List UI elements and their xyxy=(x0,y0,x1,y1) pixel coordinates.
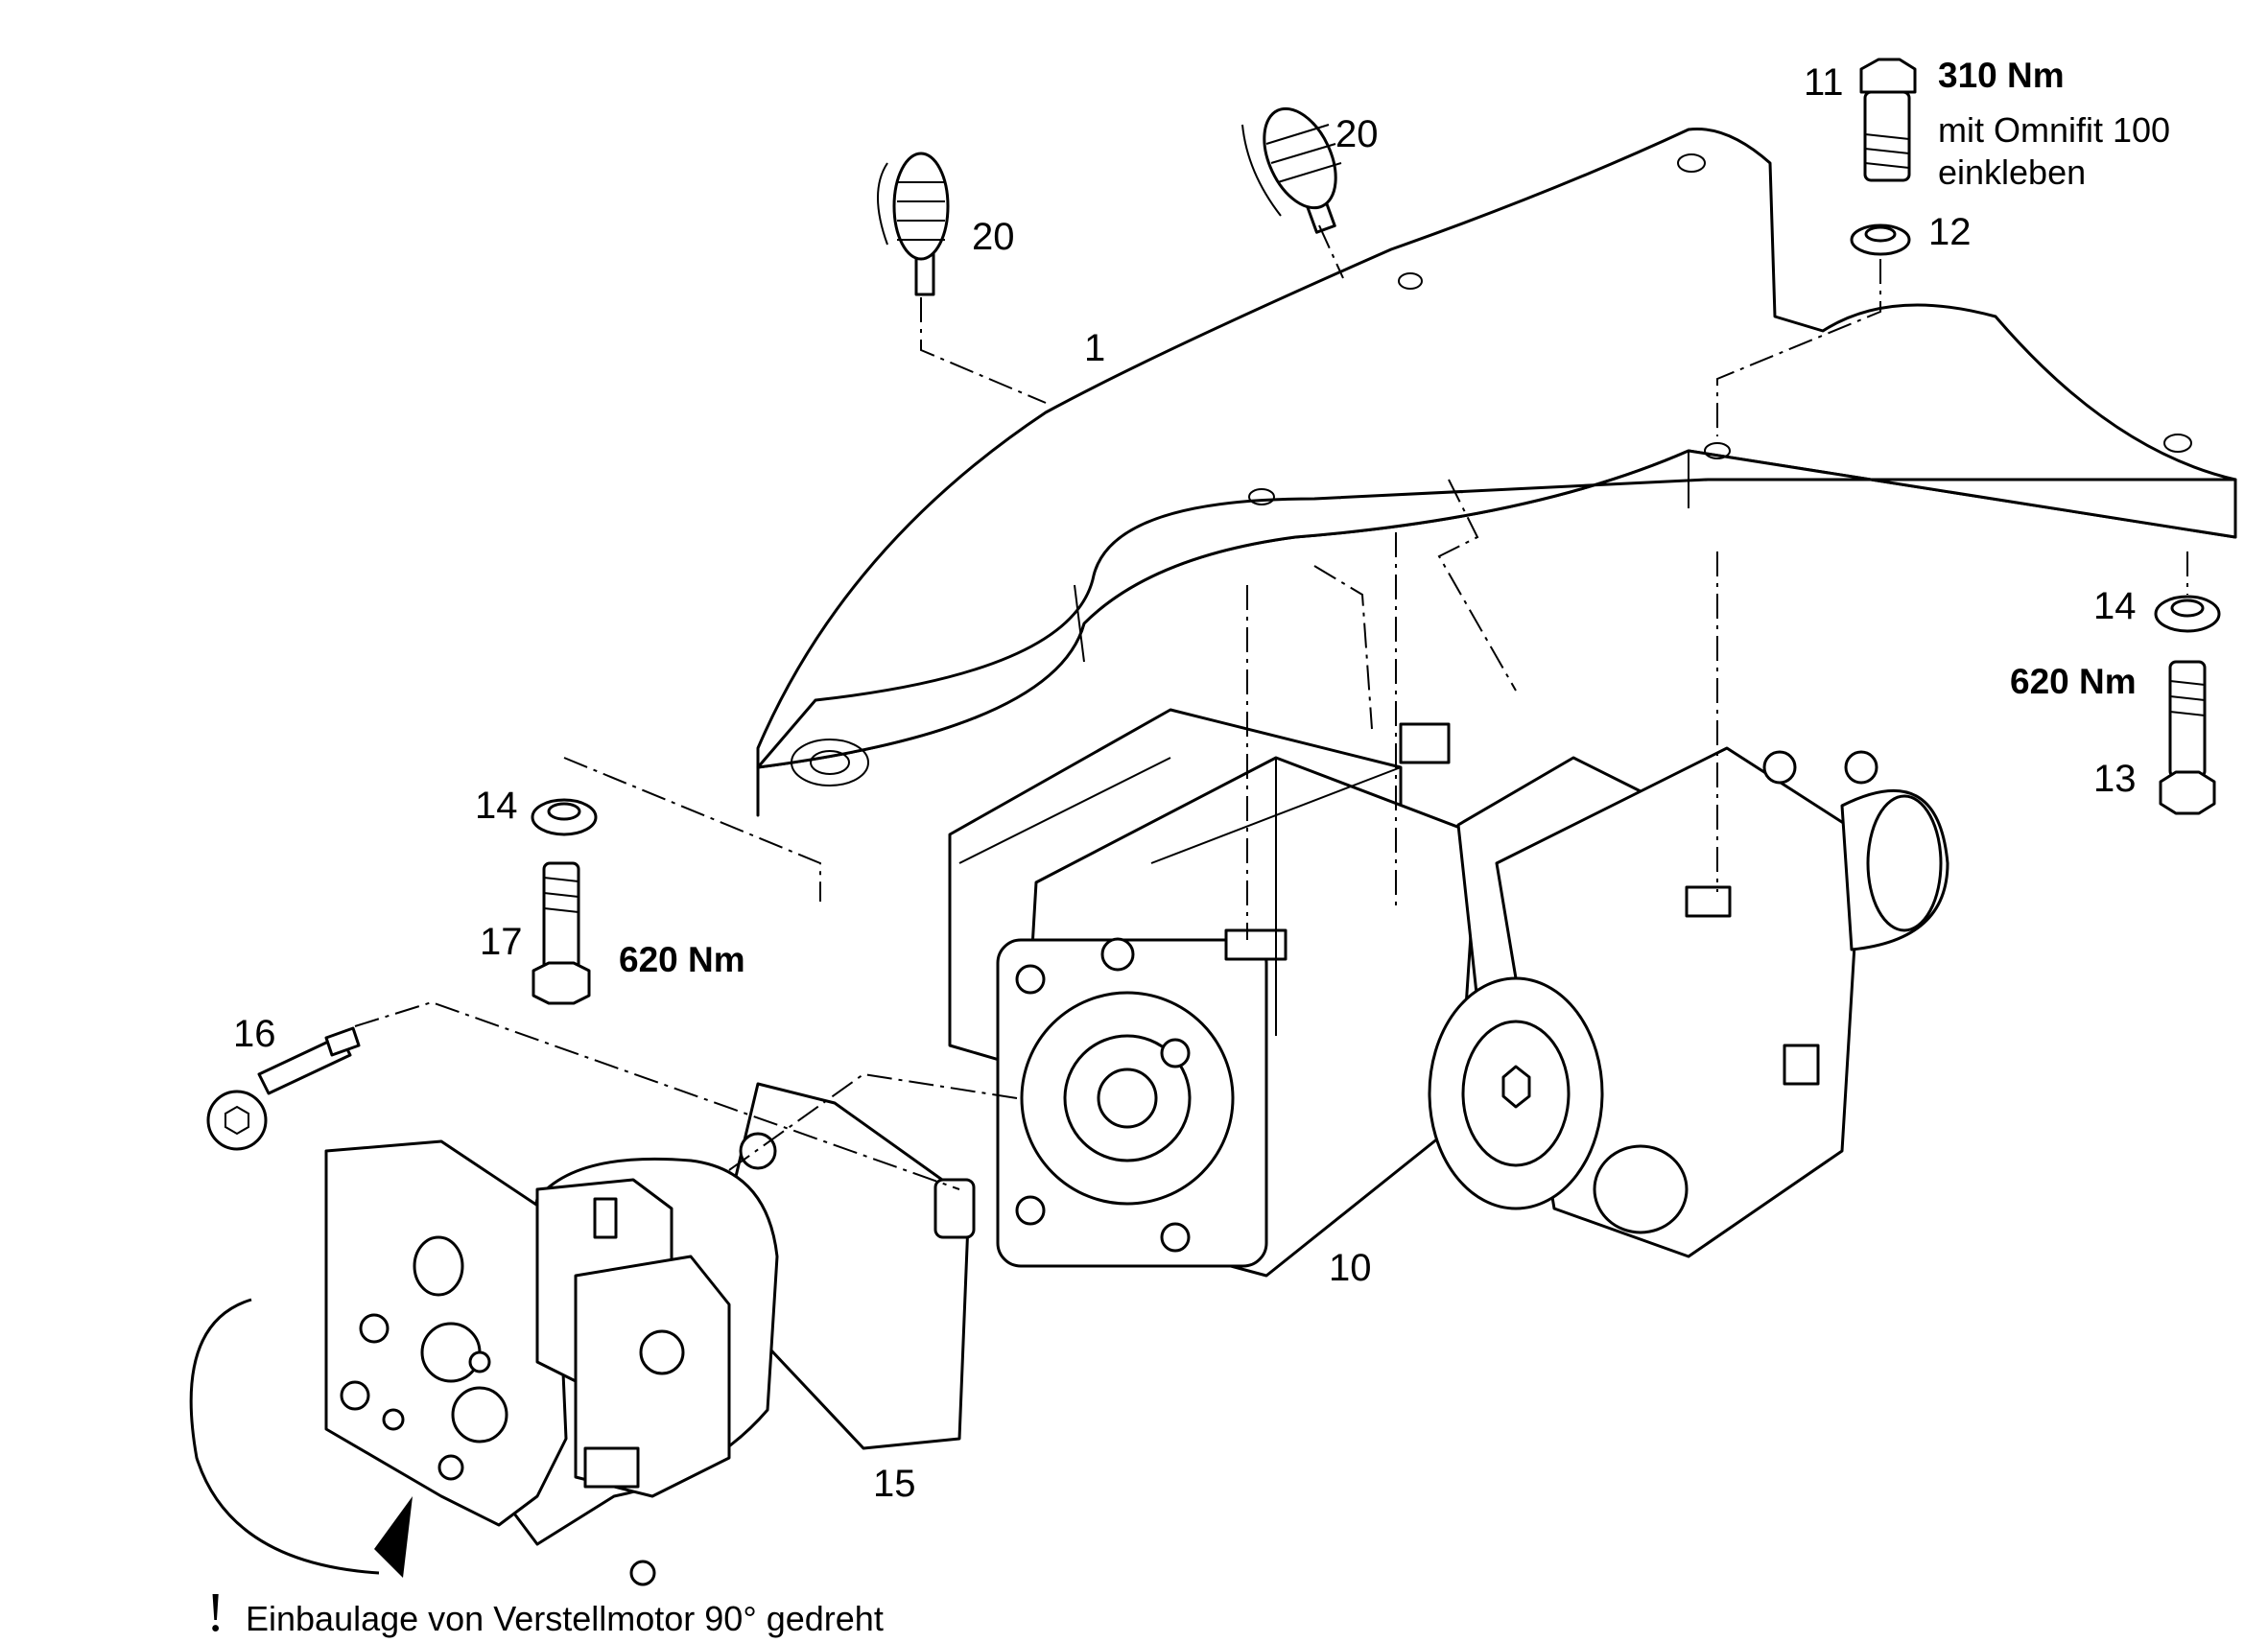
screw-part-11 xyxy=(1859,58,1917,182)
torque-label-13: 620 Nm xyxy=(2010,662,2137,701)
washer-part-12 xyxy=(1850,223,1911,256)
warning-mark: ! xyxy=(206,1581,225,1643)
grease-fitting-part-20-right xyxy=(1241,106,1342,234)
callout-10: 10 xyxy=(1329,1247,1372,1289)
mounting-bracket-part-1 xyxy=(756,127,2237,817)
bolt-part-13 xyxy=(2159,660,2216,815)
omnifit-note-line-1: mit Omnifit 100 xyxy=(1938,110,2171,150)
adjustment-motor-part-15 xyxy=(324,1082,976,1586)
callout-12: 12 xyxy=(1928,211,1972,253)
callout-15: 15 xyxy=(873,1463,916,1505)
callout-16: 16 xyxy=(233,1013,276,1055)
assembly-center-lines xyxy=(354,224,2188,1190)
install-orientation-note: Einbaulage von Verstellmotor 90° gedreht xyxy=(246,1599,884,1638)
callout-11: 11 xyxy=(1804,61,1844,104)
torque-label-11: 310 Nm xyxy=(1938,56,2065,95)
callout-14-right: 14 xyxy=(2093,585,2137,627)
gearbox-part-10 xyxy=(948,708,1949,1278)
omnifit-note-line-2: einkleben xyxy=(1938,153,2087,192)
callout-17: 17 xyxy=(480,921,523,963)
grease-fitting-part-20-left xyxy=(877,152,950,296)
callout-14-left: 14 xyxy=(475,785,518,827)
socket-screw-part-16 xyxy=(206,1026,361,1151)
washer-part-14-right xyxy=(2154,595,2221,633)
torque-label-17: 620 Nm xyxy=(619,940,745,979)
rotation-arrow-icon xyxy=(189,1298,413,1578)
washer-part-14-left xyxy=(531,798,598,836)
callout-20-left: 20 xyxy=(972,216,1015,258)
callout-13: 13 xyxy=(2093,758,2137,800)
callout-1: 1 xyxy=(1084,327,1106,369)
bolt-part-17 xyxy=(532,861,591,1005)
callout-20-right: 20 xyxy=(1335,113,1379,155)
